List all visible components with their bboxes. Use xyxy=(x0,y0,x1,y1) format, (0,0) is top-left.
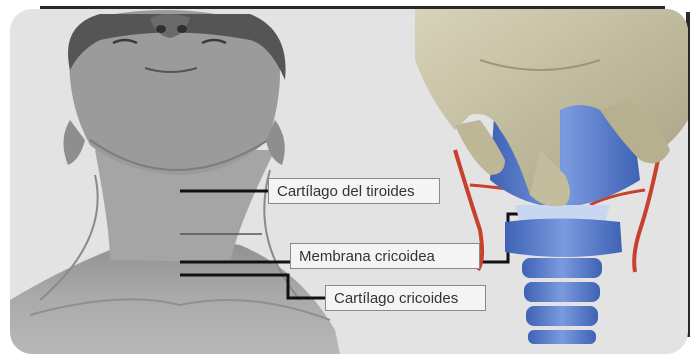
cricoid-cartilage-label: Cartílago cricoides xyxy=(325,285,486,311)
examiner-hand xyxy=(415,9,688,206)
left-nostril xyxy=(156,25,166,33)
trachea-ring-2 xyxy=(524,282,600,302)
trachea-ring-1 xyxy=(522,258,602,278)
trachea-ring-4 xyxy=(528,330,596,344)
trachea-ring-3 xyxy=(526,306,598,326)
cricoid-cartilage xyxy=(505,219,622,258)
thyroid-cartilage-label: Cartílago del tiroides xyxy=(268,178,440,204)
right-nostril xyxy=(177,25,187,33)
cricoid-membrane-label: Membrana cricoidea xyxy=(290,243,480,269)
